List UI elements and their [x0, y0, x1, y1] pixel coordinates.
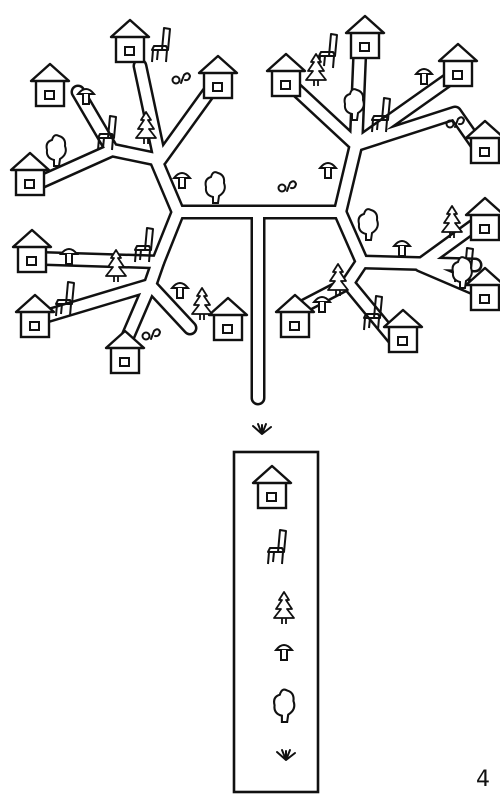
house-icon — [265, 52, 307, 98]
chair-icon — [151, 27, 171, 63]
house-icon — [197, 54, 239, 100]
mushroom-icon — [319, 162, 337, 179]
house-icon — [104, 329, 146, 375]
house-icon — [11, 228, 53, 274]
house-icon — [437, 42, 479, 88]
house-icon — [344, 14, 386, 60]
house-icon — [109, 18, 151, 64]
house-icon — [9, 151, 51, 197]
house-icon — [207, 296, 249, 342]
house-icon — [382, 308, 424, 354]
fir-tree-icon — [305, 53, 327, 87]
mushroom-icon — [171, 282, 189, 299]
house-icon — [14, 293, 56, 339]
squiggle-icon — [171, 72, 191, 85]
bush-icon — [204, 171, 226, 204]
page-number: 4 — [476, 767, 490, 792]
mushroom-icon — [415, 68, 433, 85]
bush-icon — [45, 134, 67, 167]
bush-icon — [357, 208, 379, 241]
house-icon — [29, 62, 71, 108]
chair-icon — [318, 33, 338, 69]
mushroom-icon — [393, 240, 411, 257]
symbol-legend-box — [232, 450, 320, 794]
squiggle-icon — [277, 180, 297, 193]
house-icon — [464, 196, 500, 242]
squiggle-icon — [141, 328, 161, 341]
mushroom-icon — [173, 172, 191, 189]
grass-tuft-icon — [252, 423, 272, 435]
